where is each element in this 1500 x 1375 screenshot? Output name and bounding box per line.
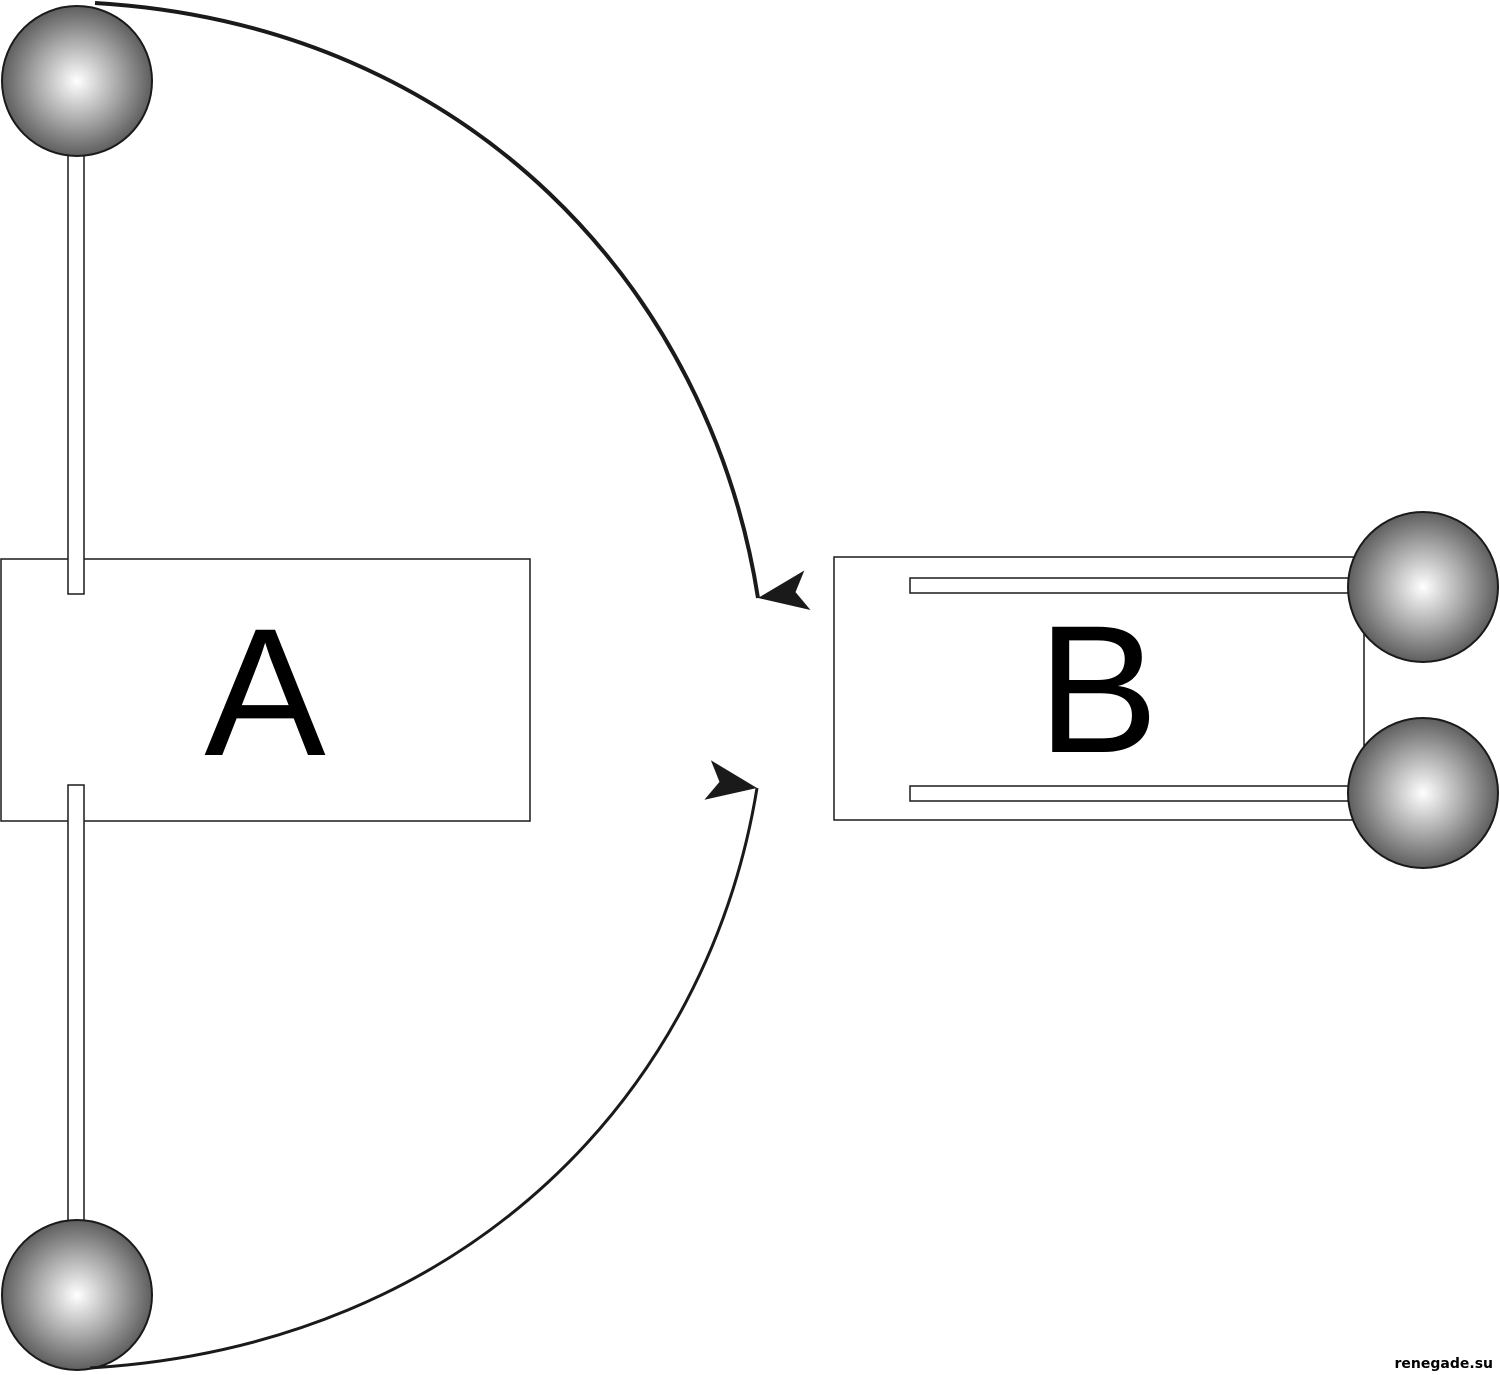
arrow-bottom-curve: [89, 760, 759, 1370]
box-a-label: A: [204, 590, 326, 794]
box-b: [833, 556, 1365, 821]
rod-a-top: [67, 149, 85, 595]
rod-b-top: [909, 577, 1361, 594]
ball-b-bottom: [1347, 717, 1499, 869]
rod-a-bottom: [67, 784, 85, 1231]
ball-b-top: [1347, 511, 1499, 663]
box-a: [0, 558, 531, 822]
ball-a-bottom: [1, 1219, 153, 1371]
box-b-label: B: [1037, 587, 1158, 791]
rod-b-bottom: [909, 785, 1361, 802]
ball-a-top: [1, 5, 153, 157]
watermark-text: renegade.su: [1395, 1356, 1493, 1372]
arrow-top-curve: [94, 1, 811, 611]
